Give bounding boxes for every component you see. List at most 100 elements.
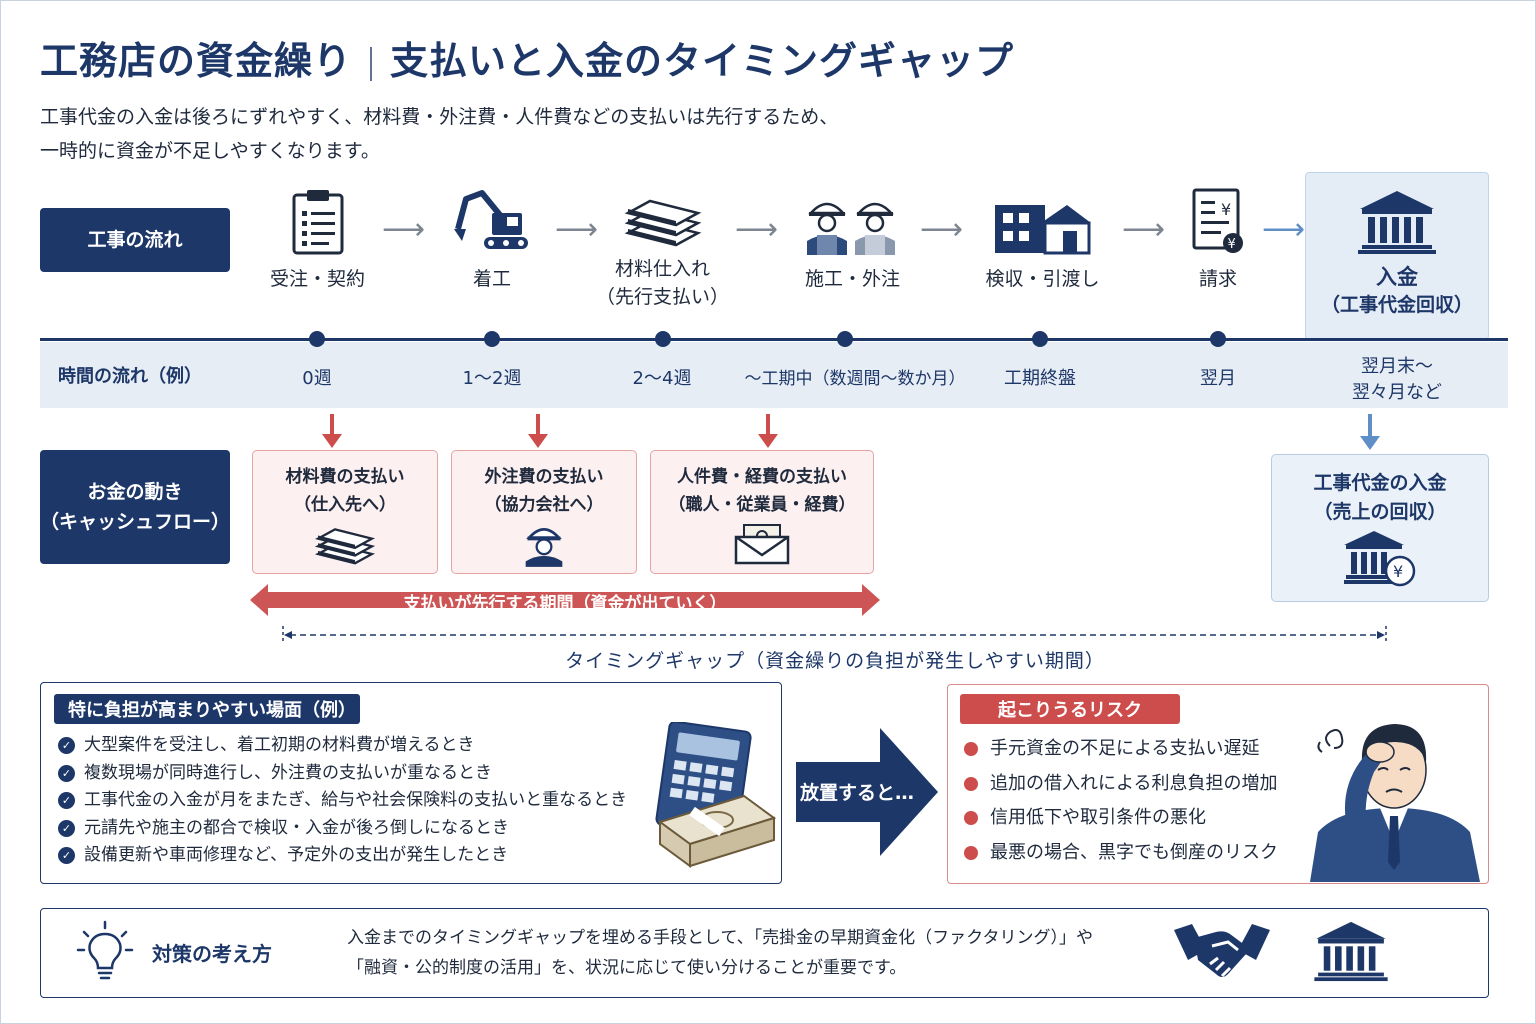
scenes-list: ✓大型案件を受注し、着工初期の材料費が増えるとき ✓複数現場が同時進行し、外注費… xyxy=(58,732,627,870)
payment-card-labor: 人件費・経費の支払い （職人・従業員・経費） xyxy=(650,450,874,574)
bank-icon xyxy=(1310,185,1484,255)
intro-line-2: 一時的に資金が不足しやすくなります。 xyxy=(40,140,380,162)
income-title: 工事代金の入金 xyxy=(1313,472,1447,494)
lumber-icon xyxy=(595,185,730,247)
flow-step-handover: 検収・引渡し xyxy=(975,185,1110,293)
bank-yen-icon: ¥ xyxy=(1272,529,1488,591)
list-item: 手元資金の不足による支払い遅延 xyxy=(964,732,1278,767)
payment-card-subcontract: 外注費の支払い （協力会社へ） xyxy=(451,450,637,574)
flow-arrow: ⟶ xyxy=(735,212,779,247)
scene-text: 元請先や施主の都合で検収・入金が後ろ倒しになるとき xyxy=(84,817,509,838)
measures-text: 入金までのタイミングギャップを埋める手段として、「売掛金の早期資金化（ファクタリ… xyxy=(347,923,1093,983)
income-sub: （売上の回収） xyxy=(1313,501,1447,523)
timeline-tick-income: 翌月末〜 翌々月など xyxy=(1330,354,1464,406)
timing-gap-label: タイミングギャップ（資金繰りの負担が発生しやすい期間） xyxy=(565,650,1105,672)
bullet-icon xyxy=(964,742,978,757)
measures-line-2: 「融資・公的制度の活用」を、状況に応じて使い分けることが重要です。 xyxy=(347,958,907,978)
flow-step-start: 着工 xyxy=(440,185,544,293)
flow-step-handover-label: 検収・引渡し xyxy=(985,268,1100,290)
flow-step-construction: 施工・外注 xyxy=(790,185,915,293)
timeline-dot xyxy=(655,331,671,347)
scene-text: 複数現場が同時進行し、外注費の支払いが重なるとき xyxy=(84,762,492,783)
payment-card-materials: 材料費の支払い （仕入先へ） xyxy=(252,450,438,574)
bank-icon xyxy=(1314,921,1388,982)
measures-line-1: 入金までのタイミングギャップを埋める手段として、「売掛金の早期資金化（ファクタリ… xyxy=(347,928,1093,948)
list-item: 最悪の場合、黒字でも倒産のリスク xyxy=(964,836,1278,871)
timeline-dot xyxy=(837,331,853,347)
payment-sub: （仕入先へ） xyxy=(294,495,396,515)
lumber-icon xyxy=(253,523,437,574)
scenes-title-text: 特に負担が高まりやすい場面（例） xyxy=(68,700,356,721)
income-card: 工事代金の入金 （売上の回収） ¥ xyxy=(1271,454,1489,602)
check-icon: ✓ xyxy=(58,737,75,755)
svg-text:¥: ¥ xyxy=(1228,237,1236,252)
flow-step-order-label: 受注・契約 xyxy=(269,268,365,290)
invoice-icon: ¥¥ xyxy=(1180,185,1256,255)
check-icon: ✓ xyxy=(58,792,75,810)
scene-text: 大型案件を受注し、着工初期の材料費が増えるとき xyxy=(84,735,475,755)
intro-text: 工事代金の入金は後ろにずれやすく、材料費・外注費・人件費などの支払いは先行するた… xyxy=(40,100,838,168)
flow-label: 工事の流れ xyxy=(40,208,230,272)
list-item: ✓工事代金の入金が月をまたぎ、給与や社会保険料の支払いと重なるとき xyxy=(58,787,627,815)
timeline-label: 時間の流れ（例） xyxy=(58,366,202,387)
handshake-icon xyxy=(1174,924,1270,978)
risks-title: 起こりうるリスク xyxy=(960,694,1180,724)
down-arrow-red xyxy=(758,414,778,448)
timeline-tick-income-line1: 翌月末〜 xyxy=(1361,356,1433,377)
list-item: 信用低下や取引条件の悪化 xyxy=(964,801,1278,836)
house-icon xyxy=(975,185,1110,255)
flow-step-income-label: 入金 xyxy=(1376,265,1418,289)
flow-step-construction-label: 施工・外注 xyxy=(804,268,900,290)
flow-step-income: 入金 （工事代金回収） xyxy=(1310,185,1484,319)
workers-icon xyxy=(790,185,915,255)
timeline-dot xyxy=(1032,331,1048,347)
risks-list: 手元資金の不足による支払い遅延 追加の借入れによる利息負担の増加 信用低下や取引… xyxy=(964,732,1278,870)
flow-arrow: ⟶ xyxy=(1122,212,1166,247)
risk-text: 信用低下や取引条件の悪化 xyxy=(990,807,1206,828)
pay-period-label: 支払いが先行する期間（資金が出ていく） xyxy=(403,594,727,614)
risk-text: 手元資金の不足による支払い遅延 xyxy=(990,738,1260,759)
flow-arrow: ⟶ xyxy=(920,212,964,247)
flow-step-invoice-label: 請求 xyxy=(1198,268,1237,290)
down-arrow-red xyxy=(528,414,548,448)
risks-title-text: 起こりうるリスク xyxy=(998,700,1142,721)
risk-text: 最悪の場合、黒字でも倒産のリスク xyxy=(990,841,1278,863)
pay-period-arrow xyxy=(250,584,880,616)
timeline-axis xyxy=(40,338,1508,341)
list-item: 追加の借入れによる利息負担の増加 xyxy=(964,767,1278,802)
list-item: ✓複数現場が同時進行し、外注費の支払いが重なるとき xyxy=(58,760,627,788)
worried-businessman-icon xyxy=(1310,724,1480,882)
bullet-icon xyxy=(964,811,978,826)
payment-sub: （協力会社へ） xyxy=(484,495,604,515)
timeline-dot xyxy=(1210,331,1226,347)
flow-step-order: 受注・契約 xyxy=(255,185,380,293)
svg-text:¥: ¥ xyxy=(1221,200,1231,219)
transition-label: 放置すると… xyxy=(800,782,915,804)
page-title: 工務店の資金繰り支払いと入金のタイミングギャップ xyxy=(40,30,1014,85)
timeline-dot xyxy=(484,331,500,347)
lightbulb-icon xyxy=(76,920,134,980)
check-icon: ✓ xyxy=(58,819,75,837)
flow-step-materials-sub: （先行支払い） xyxy=(595,286,729,308)
clipboard-icon xyxy=(255,185,380,255)
flow-arrow: ⟶ xyxy=(382,212,426,247)
measures-title: 対策の考え方 xyxy=(152,942,272,966)
timeline-tick: 2〜4週 xyxy=(632,368,692,389)
list-item: ✓設備更新や車両修理など、予定外の支出が発生したとき xyxy=(58,842,627,870)
excavator-icon xyxy=(440,185,544,255)
timeline-tick-income-line2: 翌々月など xyxy=(1352,382,1442,403)
title-separator xyxy=(370,46,373,81)
svg-text:¥: ¥ xyxy=(1393,562,1403,581)
flow-step-invoice: ¥¥ 請求 xyxy=(1180,185,1256,293)
down-arrow-blue xyxy=(1360,414,1380,450)
scenes-title: 特に負担が高まりやすい場面（例） xyxy=(54,694,360,724)
timeline-dot xyxy=(309,331,325,347)
timeline-tick: 1〜2週 xyxy=(462,368,522,389)
envelope-cash-icon xyxy=(651,523,873,574)
payment-title: 人件費・経費の支払い xyxy=(677,467,847,487)
timeline-tick: 翌月 xyxy=(1200,368,1236,389)
scene-text: 設備更新や車両修理など、予定外の支出が発生したとき xyxy=(84,845,509,865)
list-item: ✓ 大型案件を受注し、着工初期の材料費が増えるとき xyxy=(58,732,627,760)
timeline-tick: 0週 xyxy=(302,368,332,389)
flow-step-start-label: 着工 xyxy=(472,268,511,290)
